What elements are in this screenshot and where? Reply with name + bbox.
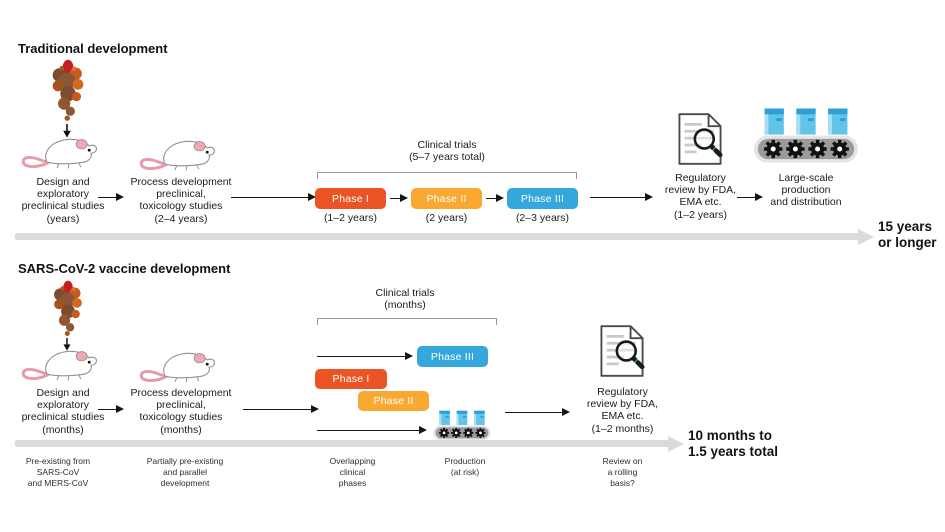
note-production-at-risk: Production (at risk) — [444, 456, 486, 478]
mouse-icon — [20, 129, 106, 173]
note-preexisting: Pre-existing from SARS-CoV and MERS-CoV — [25, 456, 91, 489]
phase-1-duration: (1–2 years) — [323, 212, 378, 224]
sars-regulatory-label: Regulatory review by FDA, EMA etc. (1–2 … — [586, 386, 659, 435]
sars-phase-3-label: Phase III — [430, 350, 475, 363]
document-magnifier-icon — [676, 109, 724, 169]
conveyor-production-icon — [433, 410, 491, 441]
phase-3-box: Phase III — [507, 188, 578, 209]
note-rolling-review: Review on a rolling basis? — [602, 456, 643, 489]
right-arrow-icon — [98, 405, 124, 414]
phase-3-label: Phase III — [520, 192, 565, 205]
right-arrow-icon — [317, 426, 427, 435]
mouse-icon — [138, 131, 224, 175]
right-arrow-icon — [98, 193, 124, 202]
right-arrow-icon — [737, 193, 763, 202]
traditional-production-label: Large-scale production and distribution — [770, 172, 842, 209]
traditional-total-duration: 15 years or longer — [878, 219, 937, 251]
sars-phase-2-box: Phase II — [358, 391, 429, 411]
mouse-icon — [138, 343, 224, 387]
right-arrow-icon — [590, 193, 653, 202]
phase-2-duration: (2 years) — [425, 212, 468, 224]
traditional-timeline-arrow — [15, 228, 874, 245]
traditional-process-label: Process development preclinical, toxicol… — [130, 176, 232, 225]
note-overlapping-phases: Overlapping clinical phases — [329, 456, 376, 489]
clinical-trials-bracket — [317, 318, 497, 325]
clinical-trials-bracket — [317, 172, 577, 179]
note-partially-preexisting: Partially pre-existing and parallel deve… — [146, 456, 224, 489]
sars-clinical-trials-header: Clinical trials (months) — [375, 287, 435, 312]
sars-phase-1-label: Phase I — [332, 373, 370, 385]
sars-phase-2-label: Phase II — [373, 395, 414, 407]
virus-icon — [46, 59, 90, 122]
traditional-regulatory-label: Regulatory review by FDA, EMA etc. (1–2 … — [664, 172, 737, 221]
right-arrow-icon — [243, 405, 319, 414]
sars-process-label: Process development preclinical, toxicol… — [130, 387, 232, 436]
mouse-icon — [20, 341, 106, 385]
sars-section-title: SARS-CoV-2 vaccine development — [18, 261, 231, 276]
traditional-clinical-trials-header: Clinical trials (5–7 years total) — [409, 139, 485, 164]
traditional-section-title: Traditional development — [18, 41, 168, 56]
sars-total-duration: 10 months to 1.5 years total — [688, 428, 779, 460]
traditional-design-label: Design and exploratory preclinical studi… — [21, 176, 105, 225]
sars-phase-1-box: Phase I — [315, 369, 387, 389]
phase-2-label: Phase II — [426, 192, 467, 205]
virus-icon — [47, 280, 89, 337]
right-arrow-icon — [505, 408, 570, 417]
conveyor-production-icon — [753, 107, 859, 164]
right-arrow-icon — [317, 352, 413, 361]
document-magnifier-icon — [598, 321, 646, 381]
right-arrow-icon — [231, 193, 316, 202]
sars-design-label: Design and exploratory preclinical studi… — [21, 387, 105, 436]
sars-phase-3-box: Phase III — [417, 346, 488, 367]
sars-timeline-arrow — [15, 435, 684, 452]
phase-1-box: Phase I — [315, 188, 386, 209]
phase-3-duration: (2–3 years) — [515, 212, 570, 224]
phase-1-label: Phase I — [331, 192, 369, 205]
right-arrow-icon — [390, 194, 408, 203]
phase-2-box: Phase II — [411, 188, 482, 209]
right-arrow-icon — [486, 194, 504, 203]
